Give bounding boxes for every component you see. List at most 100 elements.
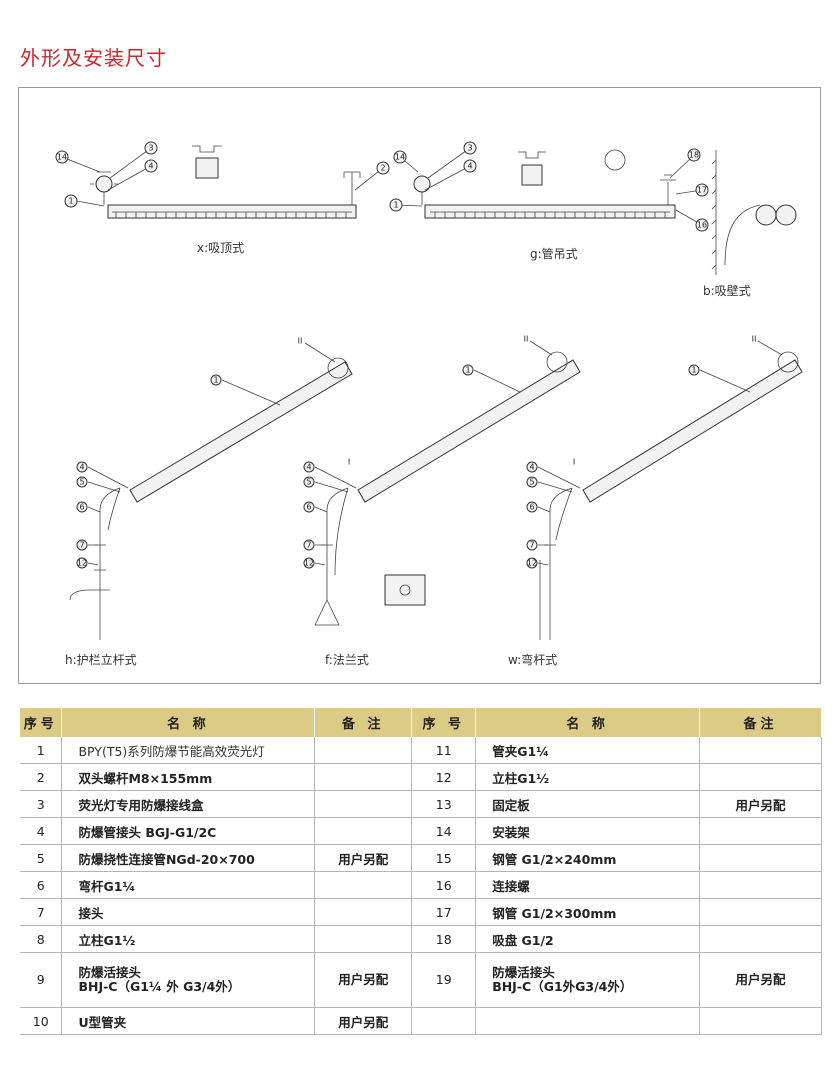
part-name — [475, 1007, 701, 1035]
callout: 1 — [462, 364, 474, 376]
callout: 1 — [210, 374, 222, 386]
part-name: 弯杆G1¼ — [61, 871, 316, 899]
callout: 12 — [303, 557, 315, 569]
part-number: 17 — [411, 898, 477, 926]
callout: 1 — [389, 198, 403, 212]
svg-text:5: 5 — [306, 478, 311, 487]
svg-text:4: 4 — [148, 162, 153, 171]
part-spec-line: BHJ-C（G1外G3/4外） — [492, 979, 633, 994]
callout: 7 — [303, 539, 315, 551]
part-number: 10 — [20, 1007, 63, 1035]
part-name-line: 防爆管接头 BGJ-G1/2C — [78, 824, 217, 840]
part-name: 钢管 G1/2×300mm — [475, 898, 701, 926]
svg-text:I: I — [348, 458, 350, 467]
svg-text:4: 4 — [467, 162, 472, 171]
svg-text:4: 4 — [79, 463, 84, 472]
svg-text:1: 1 — [393, 201, 398, 210]
callout: 7 — [526, 539, 538, 551]
part-number: 1 — [20, 737, 63, 764]
header-remark: 备注 — [699, 708, 822, 737]
part-remark — [699, 925, 822, 953]
part-remark — [314, 925, 413, 953]
svg-text:7: 7 — [306, 541, 311, 550]
svg-text:4: 4 — [306, 463, 311, 472]
part-remark — [699, 1007, 822, 1035]
part-name: 防爆挠性连接管NGd-20×700 — [61, 844, 316, 872]
drawing-f: II 1 I 4 5 6 7 12 f:法兰式 — [303, 335, 581, 667]
svg-text:18: 18 — [689, 151, 699, 160]
lamp-body — [129, 361, 353, 503]
callout: 5 — [76, 476, 88, 488]
part-number: 6 — [20, 871, 63, 899]
part-name-line: U型管夹 — [78, 1014, 127, 1030]
part-remark: 用户另配 — [314, 844, 413, 872]
part-name-line: 固定板 — [492, 797, 530, 813]
callout: 1 — [688, 364, 700, 376]
drawing-w: II 1 I 4 5 6 7 12 w:弯杆式 — [508, 335, 803, 667]
part-remark — [699, 737, 822, 764]
part-number: 12 — [411, 763, 477, 791]
part-name: 立柱G1½ — [475, 763, 701, 791]
part-remark — [699, 871, 822, 899]
callout: 4 — [76, 461, 88, 473]
svg-text:1: 1 — [465, 366, 470, 375]
caption-g: g:管吊式 — [530, 246, 578, 261]
part-name-line: 弯杆G1¼ — [78, 878, 136, 894]
part-name: 钢管 G1/2×240mm — [475, 844, 701, 872]
svg-text:6: 6 — [306, 503, 311, 512]
svg-text:3: 3 — [467, 144, 472, 153]
part-remark — [314, 871, 413, 899]
part-number: 13 — [411, 790, 477, 818]
part-number: 18 — [411, 925, 477, 953]
part-spec-line: BHJ-C（G1¼ 外 G3/4外） — [78, 979, 241, 994]
part-number: 4 — [20, 817, 63, 845]
header-remark: 备 注 — [314, 708, 413, 737]
part-remark: 用户另配 — [699, 952, 822, 1008]
callout: 12 — [76, 557, 88, 569]
part-number — [411, 1007, 477, 1035]
callout: 18 — [687, 148, 701, 162]
svg-text:16: 16 — [697, 221, 707, 230]
svg-text:I: I — [573, 458, 575, 467]
part-remark — [314, 737, 413, 764]
part-name: 接头 — [61, 898, 316, 926]
callout: 5 — [303, 476, 315, 488]
part-number: 8 — [20, 925, 63, 953]
header-no: 序号 — [20, 708, 63, 737]
svg-text:12: 12 — [304, 559, 314, 568]
lamp-body — [357, 359, 581, 503]
part-remark — [699, 817, 822, 845]
header-no: 序 号 — [411, 708, 477, 737]
part-number: 3 — [20, 790, 63, 818]
callout: 14 — [55, 150, 69, 164]
svg-text:7: 7 — [79, 541, 84, 550]
callout: 7 — [76, 539, 88, 551]
part-remark — [699, 898, 822, 926]
junction-box — [95, 175, 113, 193]
svg-text:II: II — [298, 337, 303, 346]
svg-text:14: 14 — [57, 153, 67, 162]
svg-text:12: 12 — [77, 559, 87, 568]
part-number: 16 — [411, 871, 477, 899]
part-remark — [314, 790, 413, 818]
part-remark — [314, 817, 413, 845]
part-name-line: 防爆活接头 — [492, 964, 555, 980]
svg-text:12: 12 — [527, 559, 537, 568]
part-name: 防爆管接头 BGJ-G1/2C — [61, 817, 316, 845]
lamp-body — [424, 204, 676, 219]
part-name-line: 接头 — [78, 905, 104, 921]
junction-box — [413, 175, 431, 193]
callout: 1 — [64, 194, 78, 208]
drawing-g: 14 3 4 1 18 17 16 g:管吊式 — [389, 141, 709, 261]
svg-text:5: 5 — [529, 478, 534, 487]
